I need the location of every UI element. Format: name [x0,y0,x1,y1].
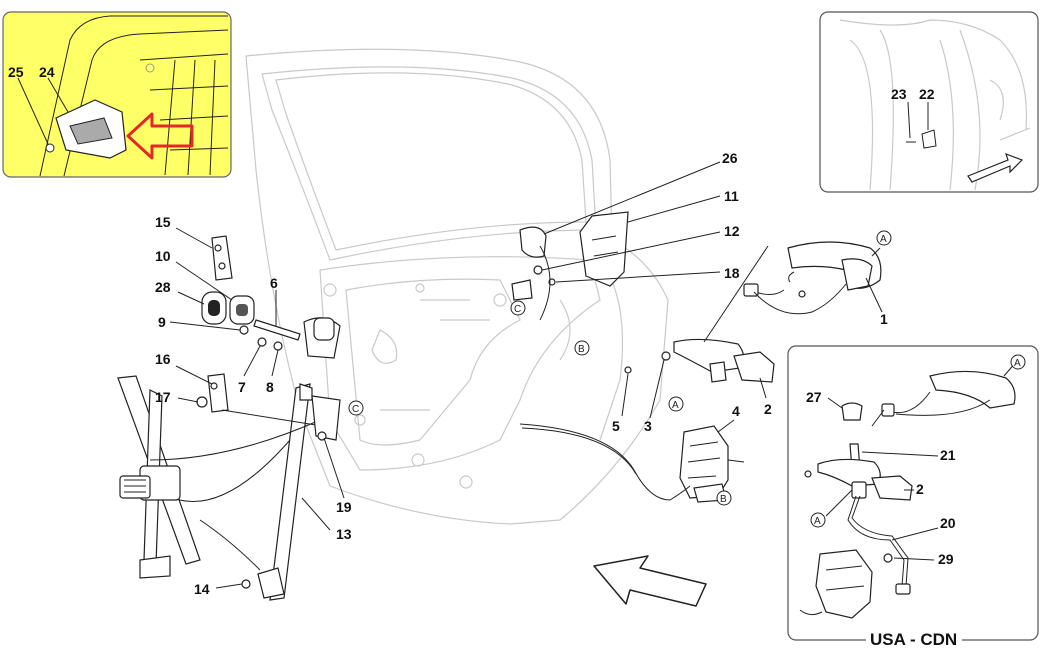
usa-cdn-title: USA - CDN [870,630,957,649]
marker-c-2: C [348,400,364,416]
label-29: 29 [938,551,954,567]
marker-a-1: A [876,230,892,246]
label-25: 25 [8,64,24,80]
marker-b-2: B [716,490,732,506]
bracket-16 [207,373,229,413]
marker-b-1: B [574,340,590,356]
hinge-inset: 23 22 [819,11,1039,193]
bracket-19 [311,395,341,441]
label-2: 2 [764,401,772,417]
label-28: 28 [155,279,171,295]
outer-handle-1 [743,241,882,315]
label-19: 19 [336,499,352,515]
marker-a-2: A [668,396,684,412]
label-14: 14 [194,581,210,597]
label-15: 15 [155,214,171,230]
label-24: 24 [39,64,55,80]
label-27: 27 [806,389,822,405]
bracket-15 [211,235,233,281]
label-7: 7 [238,379,246,395]
label-5: 5 [612,418,620,434]
inner-handle-2 [673,338,775,383]
label-8: 8 [266,379,274,395]
label-13: 13 [336,526,352,542]
label-6: 6 [270,275,278,291]
label-18: 18 [724,265,740,281]
leader-lines [169,161,1017,589]
svg-text:A: A [814,516,821,527]
nut-14 [241,579,251,589]
svg-text:C: C [352,404,359,415]
direction-arrow [593,555,707,607]
label-17: 17 [155,389,171,405]
locator-arrow [126,112,194,160]
nut-17 [196,396,208,408]
svg-text:C: C [514,304,521,315]
label-12: 12 [724,223,740,239]
screw-9 [239,325,249,335]
label-11: 11 [724,188,739,204]
label-26: 26 [722,150,738,166]
label-4: 4 [732,403,740,419]
label-1: 1 [880,311,888,327]
nut-3 [661,351,671,361]
bolt-6 [253,319,301,341]
svg-text:A: A [880,234,887,245]
nut-8 [273,341,283,351]
svg-text:B: B [578,344,585,355]
label-21: 21 [940,447,956,463]
screw-18 [548,278,556,286]
marker-a-4: A [810,512,826,528]
door-outline [245,48,669,525]
usa-cdn-inset: USA - CDN [787,345,1039,649]
window-regulator [117,375,321,601]
svg-text:A: A [672,400,679,411]
callout-numbers: 15 10 28 9 6 7 8 16 17 19 13 14 26 11 12… [155,150,888,597]
bracket-11 [579,211,629,287]
svg-text:A: A [1014,358,1021,369]
label-20: 20 [940,515,956,531]
label-23: 23 [891,86,907,102]
screw-12 [533,265,543,275]
locator-inset: 25 24 [2,11,232,178]
usa-callout-numbers: 27 21 2 20 29 [806,389,956,567]
cap-26 [519,226,547,258]
label-9: 9 [158,314,166,330]
marker-a-3: A [1010,354,1026,370]
svg-text:B: B [720,494,727,505]
label-22: 22 [919,86,935,102]
label-3: 3 [644,418,652,434]
marker-c-1: C [510,300,526,316]
label-2-usa: 2 [916,481,924,497]
label-10: 10 [155,248,171,264]
washer-7 [257,337,267,347]
label-16: 16 [155,351,171,367]
screw-5 [624,366,632,374]
